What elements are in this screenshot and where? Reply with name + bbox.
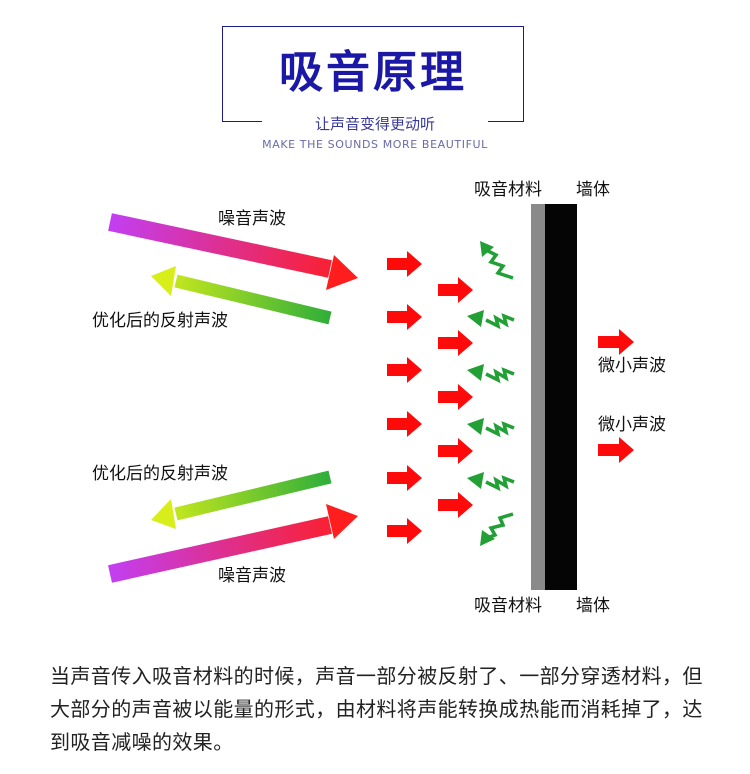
red-arrow-icon: [387, 357, 422, 383]
red-arrow-icon: [598, 329, 634, 355]
red-arrow-icon: [438, 330, 473, 356]
red-arrow-icon: [438, 438, 473, 464]
red-arrow-icon: [438, 492, 473, 518]
noise-wave-label-top: 噪音声波: [218, 209, 286, 229]
green-zigzag-icon: [480, 512, 514, 546]
absorb-material-layer: [531, 204, 545, 590]
red-arrow-icon: [598, 437, 634, 463]
red-arrow-icon: [438, 277, 473, 303]
wall-layer: [545, 204, 577, 590]
green-zigzag-icon: [480, 241, 514, 280]
red-arrow-icon: [387, 518, 422, 544]
reflected-wave-arrow-top: [151, 266, 332, 325]
noise-wave-label-bottom: 噪音声波: [218, 566, 286, 586]
reflected-wave-label-bottom: 优化后的反射声波: [92, 464, 228, 484]
incoming-wave-arrow-top: [108, 213, 358, 290]
absorb-material-label-bottom: 吸音材料: [474, 596, 542, 616]
green-zigzag-icon: [467, 364, 515, 384]
small-wave-label-2: 微小声波: [598, 415, 666, 435]
small-wave-label-1: 微小声波: [598, 356, 666, 376]
description-text: 当声音传入吸音材料的时候，声音一部分被反射了、一部分穿透材料，但大部分的声音被以…: [50, 664, 703, 754]
green-zigzag-icon: [467, 472, 515, 492]
absorb-material-label-top: 吸音材料: [474, 180, 542, 200]
page-tagline: MAKE THE SOUNDS MORE BEAUTIFUL: [262, 138, 488, 151]
red-arrow-icon: [387, 411, 422, 437]
reflected-wave-arrow-bottom: [151, 470, 332, 529]
red-arrow-icon: [438, 384, 473, 410]
wall-label-bottom: 墙体: [576, 596, 610, 616]
red-arrow-icon: [387, 304, 422, 330]
reflected-wave-label-top: 优化后的反射声波: [92, 311, 228, 331]
red-arrow-icon: [387, 251, 422, 277]
incoming-wave-arrow-bottom: [108, 504, 358, 583]
red-arrow-icon: [387, 465, 422, 491]
page-title: 吸音原理: [279, 47, 467, 98]
wall-label-top: 墙体: [576, 180, 610, 200]
page-subtitle: 让声音变得更动听: [262, 114, 488, 134]
green-zigzag-icon: [467, 418, 515, 438]
green-zigzag-icon: [467, 310, 515, 330]
